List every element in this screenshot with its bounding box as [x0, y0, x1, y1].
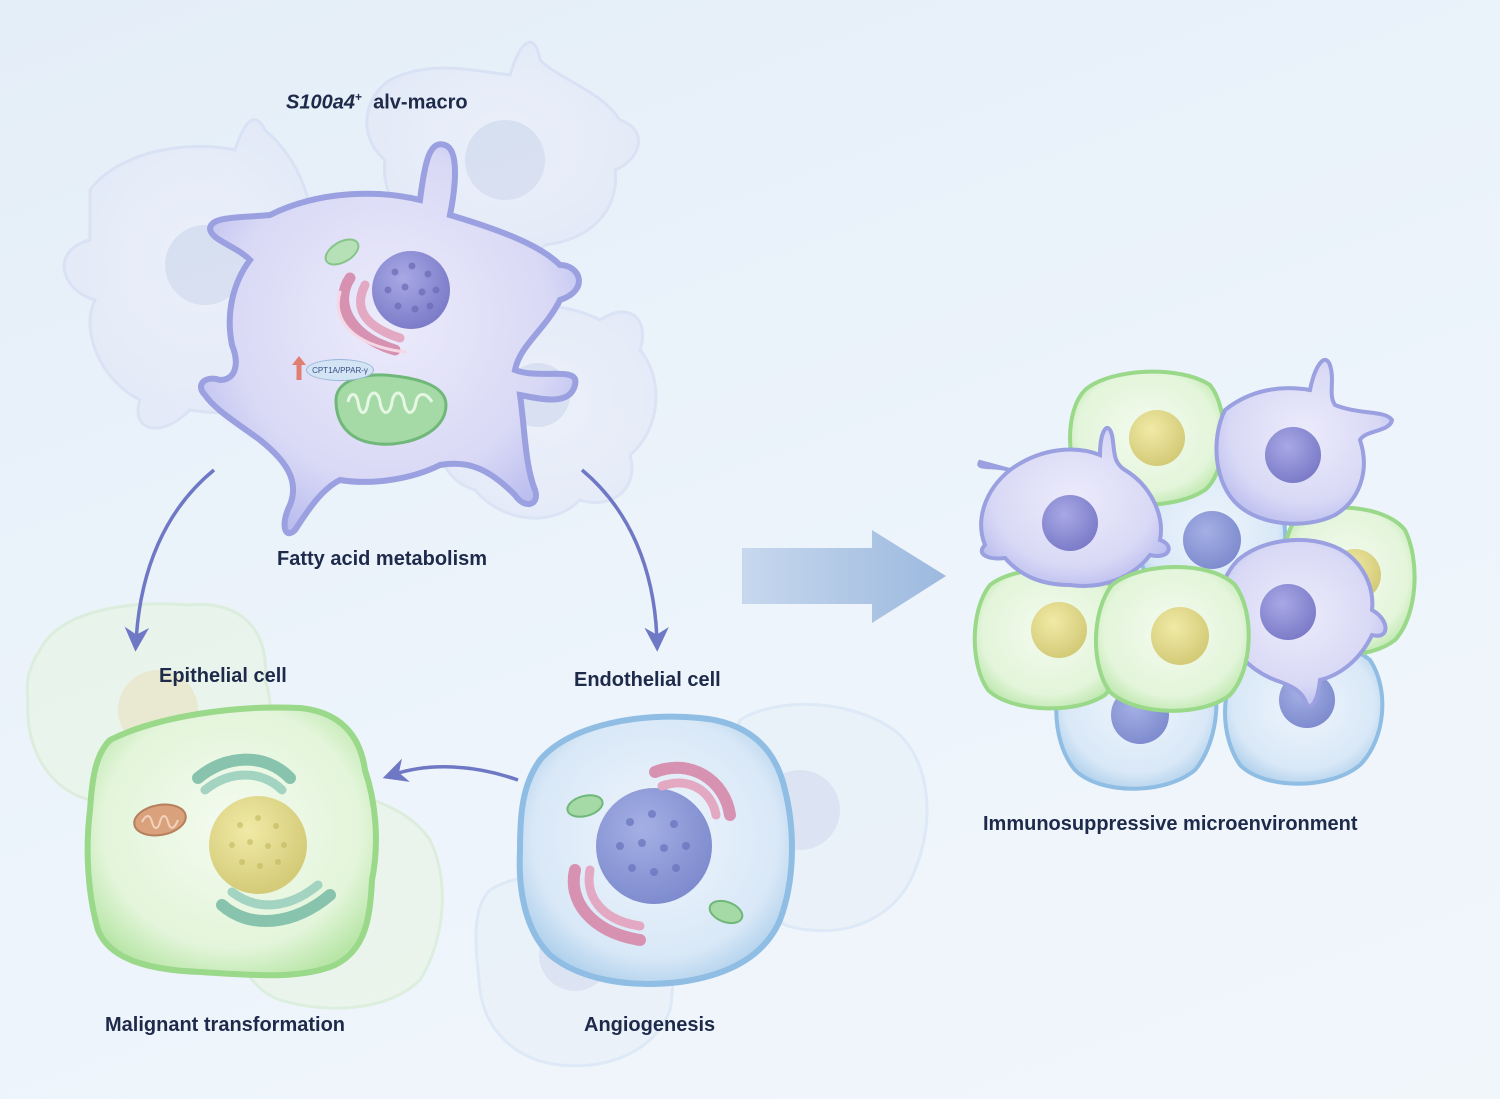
marker-label: CPT1A/PPAR-γ: [306, 359, 374, 381]
arrow-to-epithelial: [124, 468, 216, 652]
mitochondrion-small: [324, 238, 360, 266]
mitochondrion: [566, 794, 604, 818]
cell-nucleus: [1031, 602, 1087, 658]
ghost-nucleus: [465, 120, 545, 200]
big-arrow-icon: [742, 530, 946, 623]
golgi-apparatus: [336, 272, 407, 356]
cell-nucleus: [1260, 584, 1316, 640]
nucleus-pores: [384, 262, 440, 313]
mitochondrion-large: [334, 373, 448, 446]
immunosuppressive-label: Immunosuppressive microenvironment: [983, 813, 1358, 835]
main-endothelial-cell: [516, 713, 795, 987]
main-macrophage: [198, 141, 582, 537]
golgi-apparatus: [567, 761, 736, 946]
endothelial-label: Endothelial cell: [574, 669, 721, 691]
fatty-acid-label: Fatty acid metabolism: [277, 548, 488, 570]
cell-nucleus: [1129, 410, 1185, 466]
nucleus-pores: [616, 810, 690, 876]
arrow-endothelial-to-epithelial: [382, 758, 519, 782]
malignant-label: Malignant transformation: [105, 1014, 346, 1036]
gene-superscript: +: [354, 90, 362, 104]
endothelial-nucleus: [596, 788, 712, 904]
cell-nucleus: [1183, 511, 1241, 569]
immune-cell-cluster: [972, 357, 1417, 791]
cell-nucleus: [1151, 607, 1209, 665]
cell-nucleus: [1265, 427, 1321, 483]
main-epithelial-cell: [84, 704, 379, 979]
mitochondrion: [133, 803, 187, 837]
arrow-to-endothelial: [580, 468, 669, 652]
macrophage-nucleus: [372, 251, 450, 329]
gene-name: S100a4: [286, 91, 355, 114]
golgi-apparatus: [192, 753, 336, 927]
nucleus-pores: [229, 815, 287, 869]
macrophage-title: S100a4+ alv-macro: [286, 90, 468, 115]
cell-nucleus: [1042, 495, 1098, 551]
epithelial-nucleus: [209, 796, 307, 894]
angiogenesis-label: Angiogenesis: [584, 1014, 716, 1036]
mitochondrion: [708, 899, 744, 925]
cell-name: alv-macro: [373, 91, 468, 114]
up-arrow-icon: [292, 356, 306, 380]
epithelial-label: Epithelial cell: [159, 665, 287, 687]
